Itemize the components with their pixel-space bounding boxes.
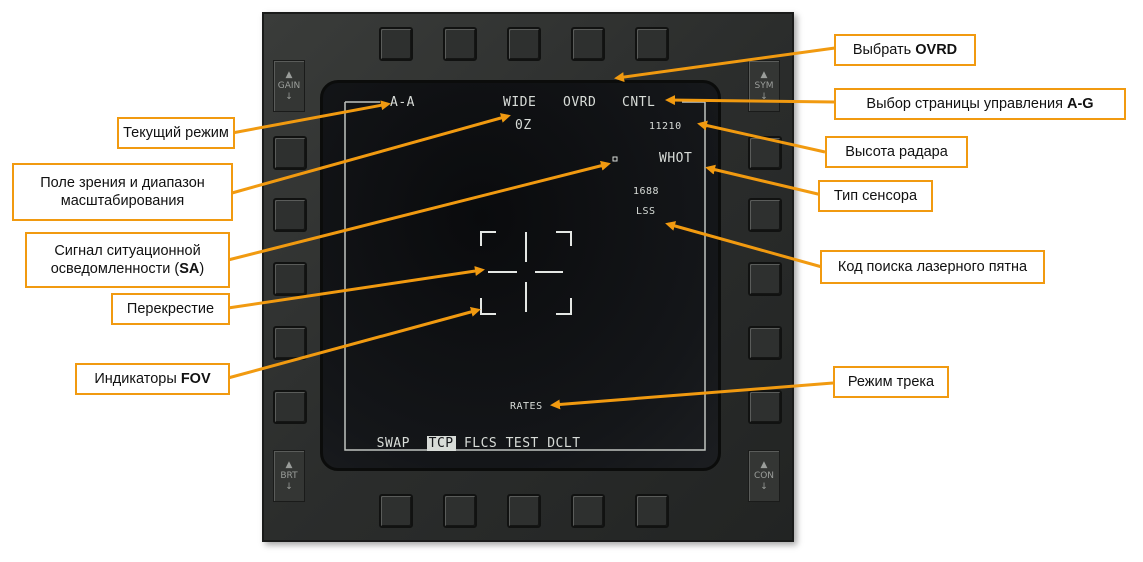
callout-laser: Код поиска лазерного пятна (820, 250, 1045, 284)
callout-track: Режим трека (833, 366, 949, 398)
osb-left-1[interactable] (273, 136, 307, 170)
test-label[interactable]: TEST (505, 436, 539, 451)
osb-bottom-1[interactable] (379, 494, 413, 528)
callout-fov-indicators: Индикаторы FOV (75, 363, 230, 395)
callout-ovrd: Выбрать OVRD (834, 34, 976, 66)
rocker-down-icon: ↓ (285, 481, 293, 492)
swap-label[interactable]: SWAP (376, 436, 410, 451)
osb-left-3[interactable] (273, 262, 307, 296)
arrow-cntl (665, 95, 836, 106)
fov-indicators (480, 231, 572, 315)
con-rocker[interactable]: ▲ CON ↓ (748, 450, 780, 502)
mfd-display (320, 80, 721, 471)
rocker-up-icon: ▲ (760, 69, 768, 80)
cntl-label[interactable]: CNTL (622, 95, 656, 110)
fov-label[interactable]: WIDE (503, 95, 537, 110)
arrow-laser (665, 221, 823, 269)
dclt-label[interactable]: DCLT (547, 436, 581, 451)
tcp-label[interactable]: TCP (426, 436, 456, 451)
osb-right-3[interactable] (748, 262, 782, 296)
rocker-down-icon: ↓ (760, 481, 768, 492)
con-label: CON (753, 470, 775, 481)
osb-right-4[interactable] (748, 326, 782, 360)
osb-right-5[interactable] (748, 390, 782, 424)
osb-top-4[interactable] (571, 27, 605, 61)
rocker-up-icon: ▲ (285, 459, 293, 470)
osb-left-4[interactable] (273, 326, 307, 360)
brt-rocker[interactable]: ▲ BRT ↓ (273, 450, 305, 502)
osb-top-5[interactable] (635, 27, 669, 61)
callout-fov: Поле зрения и диапазон масштабирования (12, 163, 233, 221)
arrow-sensor (705, 164, 823, 197)
zoom-label: 0Z (515, 118, 532, 133)
osb-right-2[interactable] (748, 198, 782, 232)
display-frame (344, 102, 706, 451)
osb-top-3[interactable] (507, 27, 541, 61)
flcs-label[interactable]: FLCS (463, 436, 498, 451)
arrow-altitude (697, 120, 826, 154)
callout-cntl: Выбор страницы управления A-G (834, 88, 1126, 120)
track-mode: RATES (510, 401, 543, 412)
crosshair (488, 232, 563, 312)
arrow-crosshair (227, 266, 485, 310)
arrow-mode (231, 100, 391, 135)
rocker-up-icon: ▲ (285, 69, 293, 80)
rocker-down-icon: ↓ (285, 91, 293, 102)
callout-sensor: Тип сенсора (818, 180, 933, 212)
osb-bottom-2[interactable] (443, 494, 477, 528)
osb-bottom-4[interactable] (571, 494, 605, 528)
arrow-fov (231, 113, 511, 195)
osb-top-1[interactable] (379, 27, 413, 61)
osb-left-2[interactable] (273, 198, 307, 232)
lss-label: LSS (636, 206, 656, 217)
osb-bottom-5[interactable] (635, 494, 669, 528)
ovrd-label[interactable]: OVRD (563, 95, 597, 110)
sym-rocker[interactable]: ▲ SYM ↓ (748, 60, 780, 112)
rocker-down-icon: ↓ (760, 91, 768, 102)
gain-rocker[interactable]: ▲ GAIN ↓ (273, 60, 305, 112)
laser-code: 1688 (633, 186, 660, 197)
arrow-sa (227, 160, 611, 262)
sa-cue (612, 156, 618, 162)
osb-bottom-3[interactable] (507, 494, 541, 528)
radar-altitude: 11210 (649, 121, 682, 132)
arrow-track (550, 381, 834, 410)
sym-label: SYM (754, 80, 774, 91)
callout-sa: Сигнал ситуационной осведомленности (SA) (25, 232, 230, 288)
osb-top-2[interactable] (443, 27, 477, 61)
sensor-type: WHOT (659, 151, 693, 166)
bottom-menu: __SWAP__TCP_FLCS_TEST_DCLT (360, 436, 581, 451)
mode-label: A-A (390, 95, 415, 110)
osb-left-5[interactable] (273, 390, 307, 424)
callout-altitude: Высота радара (825, 136, 968, 168)
arrow-fov-indicators (227, 307, 481, 380)
rocker-up-icon: ▲ (760, 459, 768, 470)
brt-label: BRT (280, 470, 298, 481)
gain-label: GAIN (277, 80, 301, 91)
arrow-ovrd (614, 46, 836, 82)
callout-crosshair: Перекрестие (111, 293, 230, 325)
callout-mode: Текущий режим (117, 117, 235, 149)
